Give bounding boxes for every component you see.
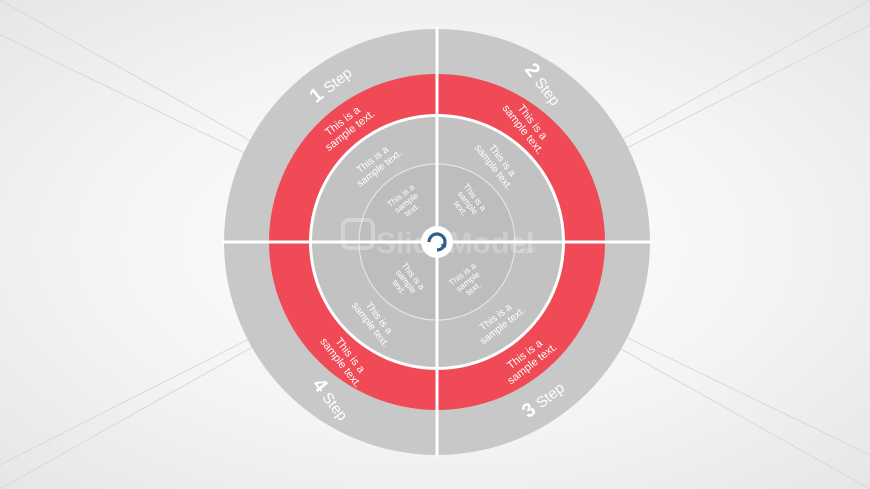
- refresh-arrowhead: [440, 241, 447, 248]
- refresh-cycle-icon: [427, 232, 447, 252]
- watermark-logo-text: SlideModel: [376, 227, 534, 260]
- watermark: SlideModel.com: [341, 218, 536, 260]
- center-hub-circle: [421, 226, 453, 258]
- refresh-arc: [427, 232, 447, 252]
- watermark-logo-icon: [341, 218, 375, 250]
- inner-disc-text-group: This is asampletext.: [447, 182, 489, 224]
- inner-disc-text: This is asampletext.: [447, 182, 489, 224]
- watermark-suffix: .com: [518, 246, 536, 255]
- center-hub: [421, 226, 453, 258]
